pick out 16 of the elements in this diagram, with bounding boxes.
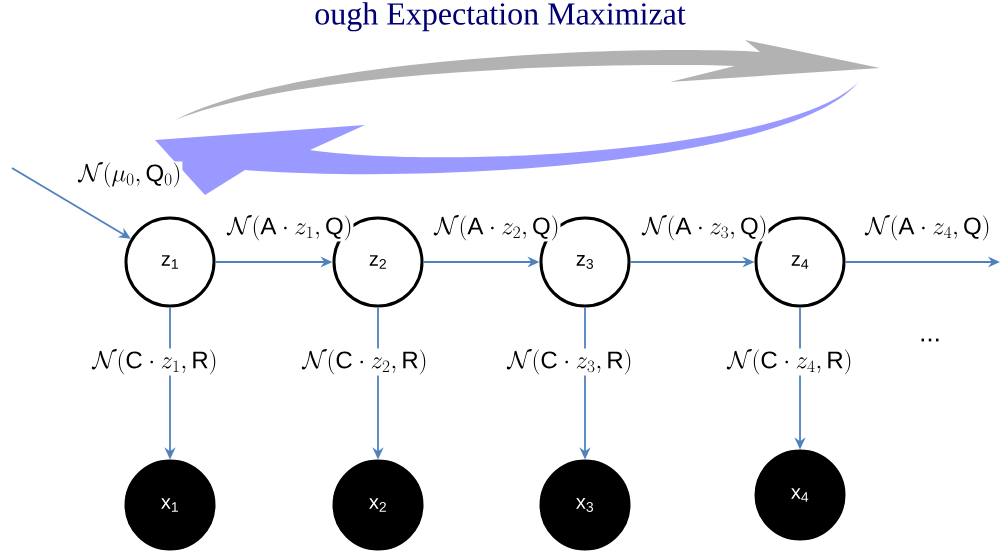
observed-node: x$_{1}$ — [124, 459, 216, 551]
edge-label: $\mathcal{N}(\mathrm{A}\cdot z_{1},\mathrm{Q})$ — [226, 214, 354, 242]
observed-node: x$_{2}$ — [332, 459, 424, 551]
edge-label: $\mathcal{N}(\mathrm{A}\cdot z_{3},\mathrm{Q})$ — [641, 214, 769, 242]
edge-label: $\mathcal{N}(\mathrm{A}\cdot z_{4},\mathrm{Q})$ — [864, 214, 992, 242]
edge-label: $\mathcal{N}(\mathrm{C}\cdot z_{2},\mathrm{R})$ — [301, 348, 429, 376]
edge-label: $\mathcal{N}(\mathrm{C}\cdot z_{3},\mathrm{R})$ — [506, 348, 634, 376]
ellipsis: ... — [921, 338, 939, 342]
observed-node: x$_{4}$ — [754, 449, 846, 541]
title: ough Expectation Maximizat — [315, 2, 686, 32]
edge-label: $\mathcal{N}(\mathrm{A}\cdot z_{2},\mathrm{Q})$ — [433, 214, 561, 242]
edge-label: $\mathcal{N}(\mathrm{C}\cdot z_{1},\mathrm{R})$ — [91, 348, 219, 376]
observed-node: x$_{3}$ — [539, 459, 631, 551]
edge-label: $\mathcal{N}(\mathrm{C}\cdot z_{4},\mathrm{R})$ — [726, 348, 854, 376]
latent-node: z$_{1}$ — [124, 216, 216, 308]
edge-label: $\mathcal{N}(\mu_{0},\mathrm{Q}_{0})$ — [77, 161, 183, 189]
